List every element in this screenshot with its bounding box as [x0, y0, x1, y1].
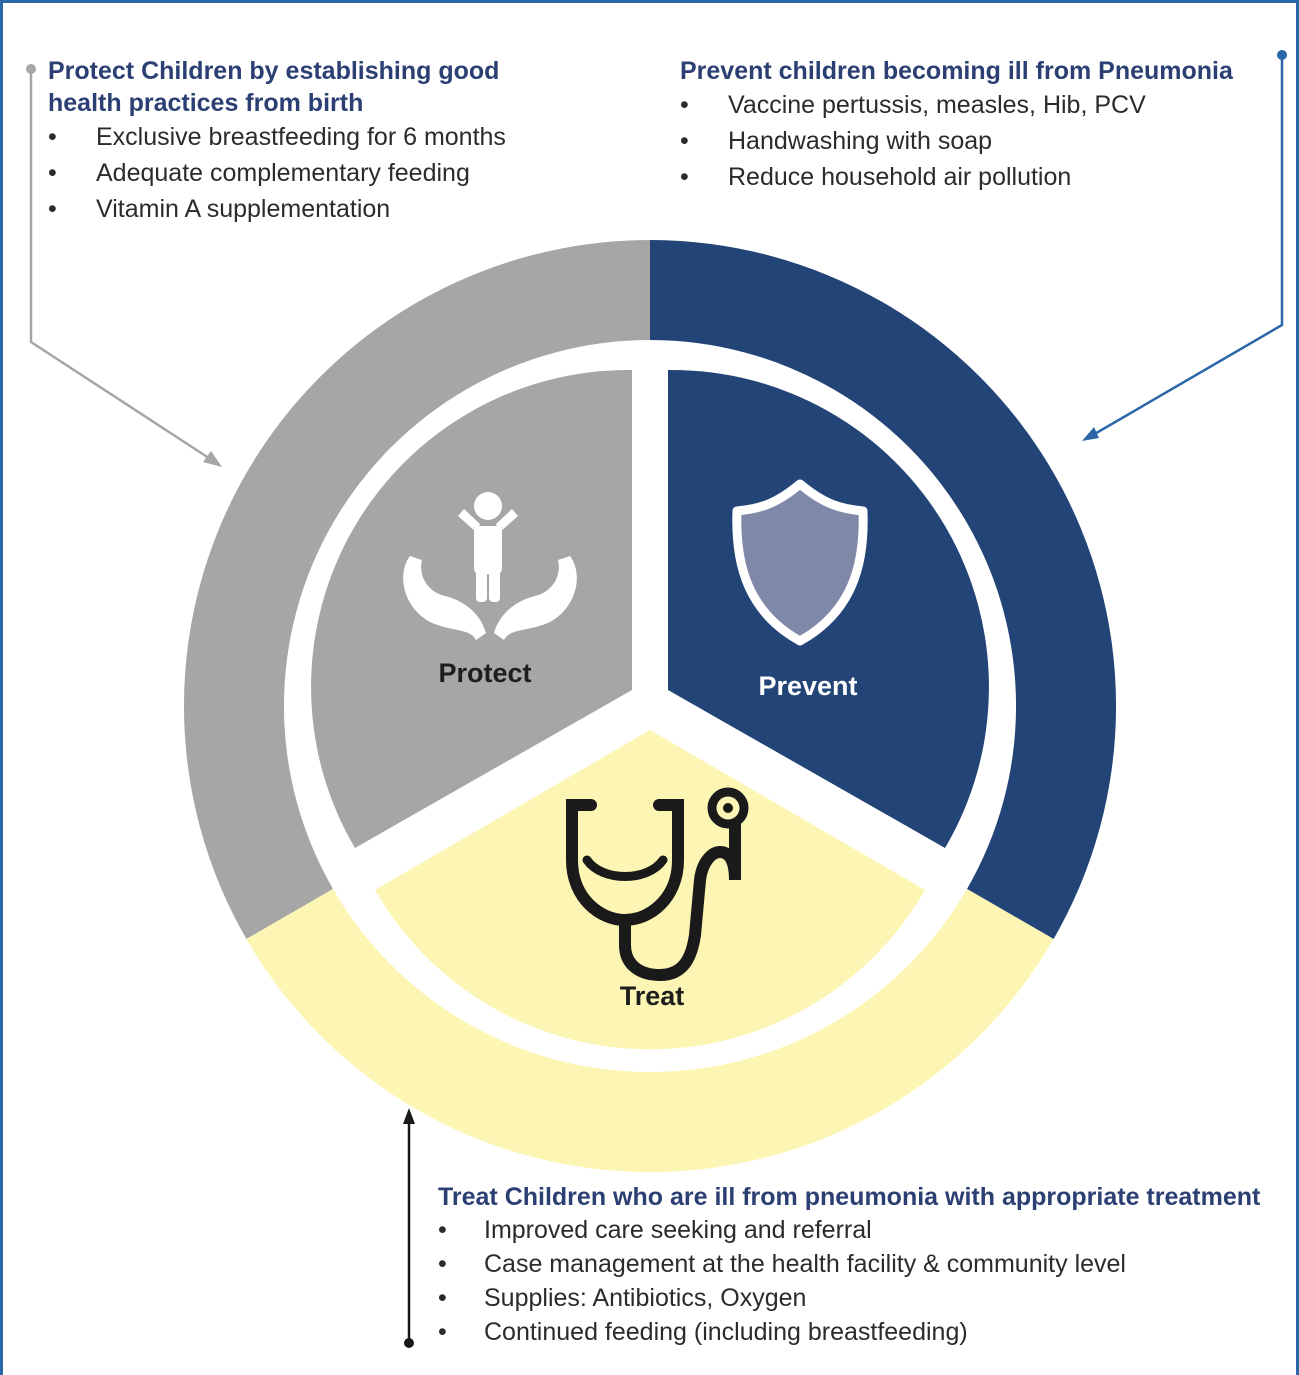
list-item-text: Exclusive breastfeeding for 6 months [96, 123, 506, 151]
list-item-text: Handwashing with soap [728, 127, 993, 155]
outer-ring-prevent [650, 240, 1117, 939]
prevent-connector-arrow [1082, 50, 1287, 441]
protect-panel-title: Protect Children by establishing good he… [48, 55, 608, 119]
treat-panel: Treat Children who are ill from pneumoni… [438, 1181, 1298, 1349]
sector-treat [375, 730, 925, 1050]
protect-title-line1: Protect Children by establishing good [48, 57, 500, 85]
bullet: • [48, 195, 57, 223]
prevent-panel: Prevent children becoming ill from Pneum… [680, 55, 1290, 195]
list-item-text: Supplies: Antibiotics, Oxygen [484, 1284, 807, 1312]
outer-ring-treat [246, 889, 1054, 1173]
bullet: • [680, 163, 689, 191]
list-item-text: Vaccine pertussis, measles, Hib, PCV [728, 91, 1146, 119]
list-item-text: Improved care seeking and referral [484, 1216, 872, 1244]
list-item: • Supplies: Antibiotics, Oxygen [438, 1281, 1298, 1315]
list-item: • Continued feeding (including breastfeed… [438, 1315, 1298, 1349]
treat-connector-arrow [403, 1108, 415, 1348]
chest-piece [707, 787, 749, 829]
bullet: • [680, 127, 689, 155]
list-item: • Improved care seeking and referral [438, 1213, 1298, 1247]
sector-protect [311, 369, 632, 848]
bullet: • [438, 1284, 447, 1312]
prevent-list: • Vaccine pertussis, measles, Hib, PCV • H… [680, 87, 1290, 195]
protect-connector-arrow [26, 64, 222, 467]
list-item-text: Continued feeding (including breastfeedi… [484, 1318, 968, 1346]
list-item: • Adequate complementary feeding [48, 155, 608, 191]
list-item: • Case management at the health facility … [438, 1247, 1298, 1281]
bullet: • [438, 1318, 447, 1346]
list-item: • Handwashing with soap [680, 123, 1290, 159]
chest-piece-center [723, 803, 733, 813]
prevent-panel-title: Prevent children becoming ill from Pneum… [680, 57, 1233, 85]
bullet: • [680, 91, 689, 119]
shield-icon [732, 479, 868, 646]
prevent-label: Prevent [758, 671, 857, 701]
list-item-text: Vitamin A supplementation [96, 195, 391, 223]
treat-list: • Improved care seeking and referral • Cas… [438, 1213, 1298, 1349]
treat-panel-title: Treat Children who are ill from pneumoni… [438, 1183, 1261, 1211]
list-item-text: Adequate complementary feeding [96, 159, 470, 187]
list-item-text: Case management at the health facility &… [484, 1250, 1126, 1278]
list-item-text: Reduce household air pollution [728, 163, 1072, 191]
treat-label: Treat [620, 981, 685, 1011]
list-item: • Exclusive breastfeeding for 6 months [48, 119, 608, 155]
child-hands-icon [403, 492, 577, 640]
list-item: • Reduce household air pollution [680, 159, 1290, 195]
bullet: • [48, 159, 57, 187]
bullet: • [438, 1216, 447, 1244]
protect-list: • Exclusive breastfeeding for 6 months • A… [48, 119, 608, 227]
list-item: • Vitamin A supplementation [48, 191, 608, 227]
bullet: • [48, 123, 57, 151]
outer-ring-protect [183, 240, 650, 939]
stethoscope-icon [566, 799, 741, 982]
bullet: • [438, 1250, 447, 1278]
protect-panel: Protect Children by establishing good he… [48, 55, 608, 227]
list-item: • Vaccine pertussis, measles, Hib, PCV [680, 87, 1290, 123]
outer-ring [183, 240, 1117, 1173]
protect-label: Protect [438, 658, 531, 688]
protect-title-line2: health practices from birth [48, 89, 364, 117]
